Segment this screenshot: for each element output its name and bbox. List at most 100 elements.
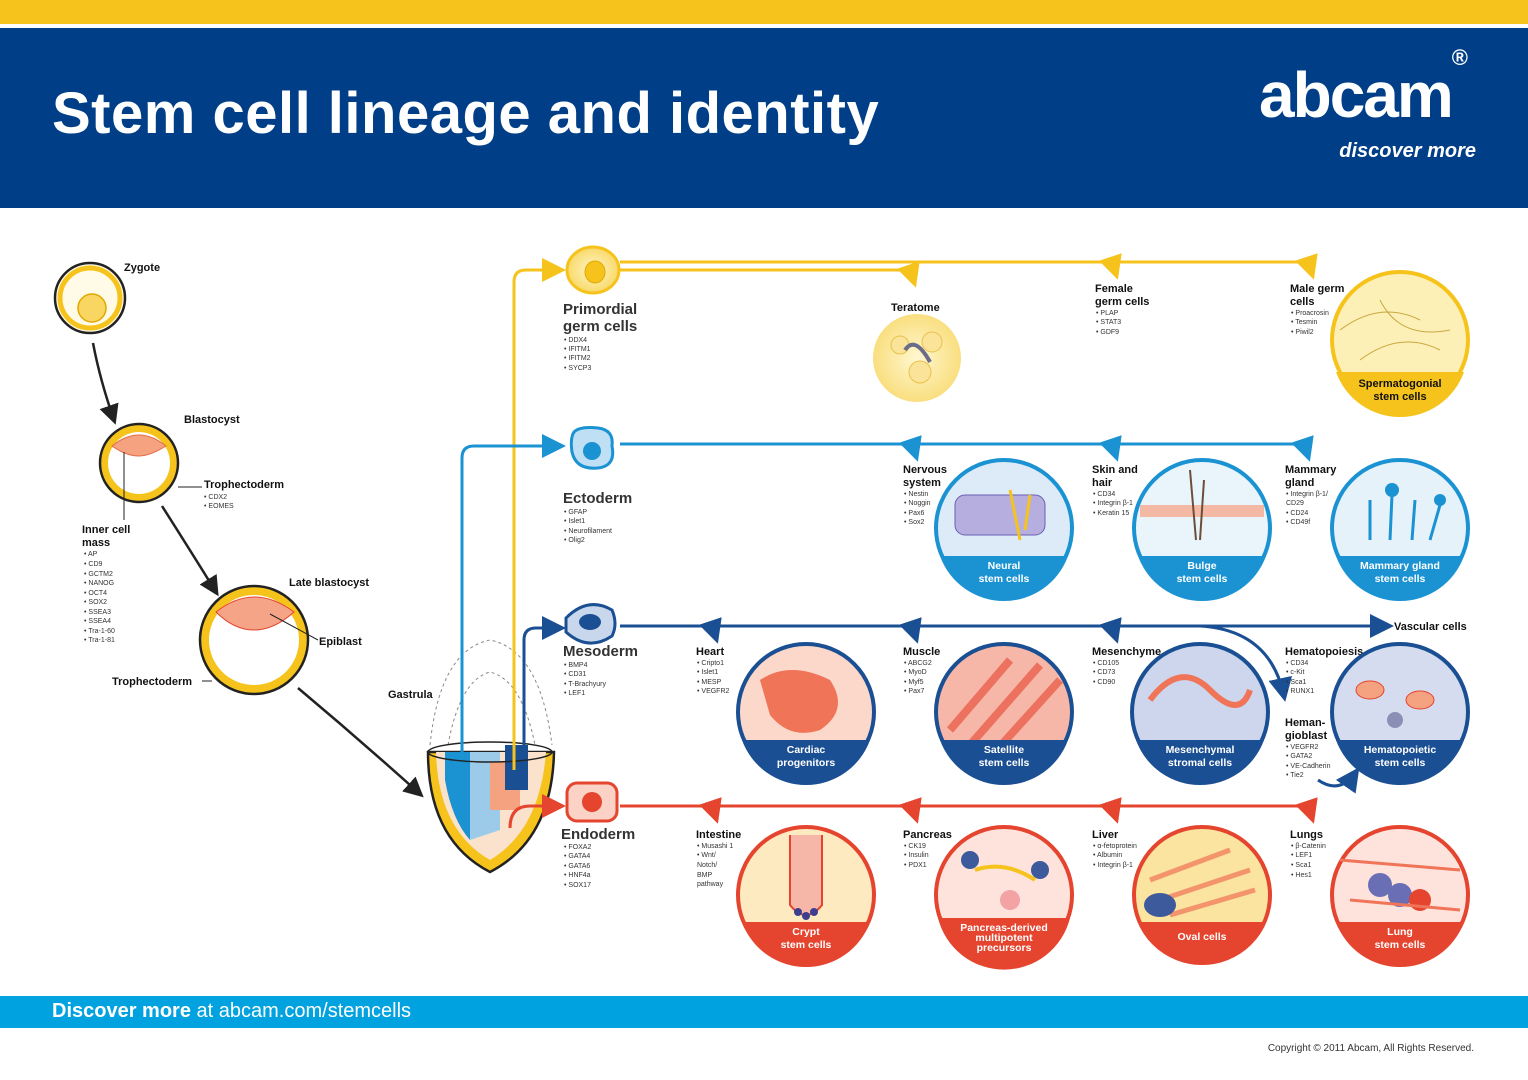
crypt-label-line1: Crypt — [792, 926, 820, 938]
zygote-group: Zygote — [53, 261, 160, 335]
gastrula-label: Gastrula — [388, 689, 434, 701]
pancreas-group: Pancreas • CK19 • Insulin • PDX1 Pancrea… — [903, 825, 1074, 970]
hemato-marker-2: • c-Kit — [1286, 669, 1304, 676]
liver-marker-3: • Integrin β-1 — [1093, 862, 1133, 869]
neural-label-line1: Neural — [988, 560, 1021, 572]
pgc-group: Primordial germ cells • DDX4 • IFITM1 • … — [563, 245, 637, 372]
neural-band — [940, 556, 1068, 602]
pgc-marker-3: • IFITM2 — [564, 355, 591, 362]
logo-tagline: discover more — [1339, 140, 1476, 162]
line-meso-to-hemangioblast — [1199, 624, 1292, 702]
skin-marker-2: • Integrin β-1 — [1093, 500, 1133, 507]
epiblast-label: Epiblast — [319, 636, 362, 648]
teratome-group: Teratome — [873, 302, 961, 402]
female-marker-1: • PLAP — [1096, 310, 1119, 317]
mesenchyme-marker-2: • CD73 — [1093, 669, 1115, 676]
bulge-label-line1: Bulge — [1187, 560, 1216, 572]
intestine-label: Intestine — [696, 829, 741, 841]
late-blastocyst-group: Late blastocyst Epiblast Trophectoderm — [112, 577, 369, 696]
nervous-marker-4: • Sox2 — [904, 519, 924, 526]
nervous-group: Nervous system • Nestin • Noggin • Pax6 … — [903, 458, 1074, 602]
late-blastocyst-label: Late blastocyst — [289, 577, 369, 589]
male-marker-3: • Piwil2 — [1291, 329, 1314, 336]
male-label-line2: cells — [1290, 296, 1314, 308]
zygote-membrane — [57, 265, 123, 331]
lung-label-line2: stem cells — [1375, 939, 1426, 951]
msc-label-line2: stromal cells — [1168, 757, 1232, 769]
mammary-marker-2: CD29 — [1286, 500, 1304, 507]
pgc-name-line2: germ cells — [563, 318, 637, 335]
lungs-group: Lungs • β-Catenin • LEF1 • Sca1 • Hes1 L… — [1290, 825, 1470, 968]
mammary-marker-4: • CD49f — [1286, 519, 1310, 526]
hemangioblast-label-line1: Heman- — [1285, 717, 1326, 729]
heart-marker-2: • Islet1 — [697, 669, 718, 676]
intestine-group: Intestine • Musashi 1 • Wnt/ Notch/ BMP … — [696, 825, 876, 968]
female-marker-3: • GDF9 — [1096, 329, 1119, 336]
endoderm-nucleus — [582, 792, 602, 812]
top-stripe — [0, 0, 1528, 24]
hsc-label-line1: Hematopoietic — [1364, 744, 1437, 756]
hemangio-marker-1: • VEGFR2 — [1286, 744, 1319, 751]
spermatogonial-label-line2: stem cells — [1373, 391, 1426, 403]
ecto-marker-3: • Neurofilament — [564, 528, 612, 535]
line-to-ectoderm — [460, 434, 566, 760]
abcam-logo[interactable]: abcam® — [1259, 45, 1468, 132]
mesoderm-group: Mesoderm • BMP4 • CD31 • T-Brachyury • L… — [563, 603, 638, 697]
endo-marker-4: • HNF4a — [564, 872, 591, 879]
mammary-label-line2: gland — [1285, 477, 1314, 489]
mesoderm-nucleus — [579, 614, 601, 630]
pancreas-marker-2: • Insulin — [904, 852, 929, 859]
icm-marker-7: • SSEA3 — [84, 609, 111, 616]
icm-marker-6: • SOX2 — [84, 599, 107, 606]
footer-discover-link[interactable]: Discover more at abcam.com/stemcells — [52, 1000, 411, 1023]
lungs-marker-3: • Sca1 — [1291, 862, 1311, 869]
intestine-marker-4: BMP — [697, 872, 713, 879]
endoderm-name: Endoderm — [561, 826, 635, 843]
mesenchyme-group: Mesenchyme • CD105 • CD73 • CD90 Mesench… — [1092, 642, 1270, 786]
nervous-marker-3: • Pax6 — [904, 510, 924, 517]
line-pgc-to-teratome — [620, 261, 920, 288]
icm-marker-10: • Tra-1-81 — [84, 637, 115, 644]
female-germ-group: Female germ cells • PLAP • STAT3 • GDF9 — [1095, 283, 1149, 336]
logo-text: abcam — [1259, 59, 1454, 131]
hsc-label-line2: stem cells — [1375, 757, 1426, 769]
cardiac-label-line1: Cardiac — [787, 744, 826, 756]
female-label-line1: Female — [1095, 283, 1133, 295]
line-ecto-to-nervous — [898, 435, 922, 462]
hemato-group: Hematopoiesis • CD34 • c-Kit • Sca1 • RU… — [1285, 642, 1470, 786]
line-ecto-to-mammary — [620, 435, 1314, 462]
ectoderm-nucleus — [583, 442, 601, 460]
muscle-marker-3: • Myf5 — [904, 679, 924, 686]
pgc-nucleus — [584, 260, 606, 284]
icm-label-line1: Inner cell — [82, 524, 130, 536]
heart-marker-4: • VEGFR2 — [697, 688, 730, 695]
icm-marker-2: • CD9 — [84, 561, 103, 568]
pancreas-marker-1: • CK19 — [904, 843, 926, 850]
gastrula-ectoderm — [445, 752, 470, 840]
inner-cell-mass-shape — [111, 434, 167, 457]
spermatogonial-label-line1: Spermatogonial — [1358, 378, 1441, 390]
pancreas-cells-label-line3: precursors — [977, 942, 1032, 954]
hemato-marker-1: • CD34 — [1286, 660, 1308, 667]
line-to-endoderm — [508, 794, 566, 829]
footer-discover-bold: Discover more — [52, 1000, 191, 1022]
trophectoderm-marker-1: • CDX2 — [204, 494, 227, 501]
male-marker-1: • Proacrosin — [1291, 310, 1329, 317]
epiblast-shape — [215, 596, 295, 631]
mesoderm-name: Mesoderm — [563, 643, 638, 660]
pgc-name-line1: Primordial — [563, 301, 637, 318]
nervous-marker-1: • Nestin — [904, 491, 928, 498]
endo-marker-3: • GATA6 — [564, 863, 590, 870]
crypt-label-line2: stem cells — [781, 939, 832, 951]
hemangioblast-label-line2: gioblast — [1285, 730, 1328, 742]
satellite-band — [940, 740, 1068, 786]
mammary-band — [1336, 556, 1464, 602]
line-meso-to-muscle — [898, 617, 922, 644]
lungs-marker-4: • Hes1 — [1291, 872, 1312, 879]
arrow-late-to-gastrula — [297, 687, 424, 798]
oval-label: Oval cells — [1177, 931, 1226, 943]
satellite-label-line1: Satellite — [984, 744, 1024, 756]
ectoderm-name: Ectoderm — [563, 490, 632, 507]
lung-label-line1: Lung — [1387, 926, 1413, 938]
line-endo-to-lungs — [620, 797, 1318, 824]
